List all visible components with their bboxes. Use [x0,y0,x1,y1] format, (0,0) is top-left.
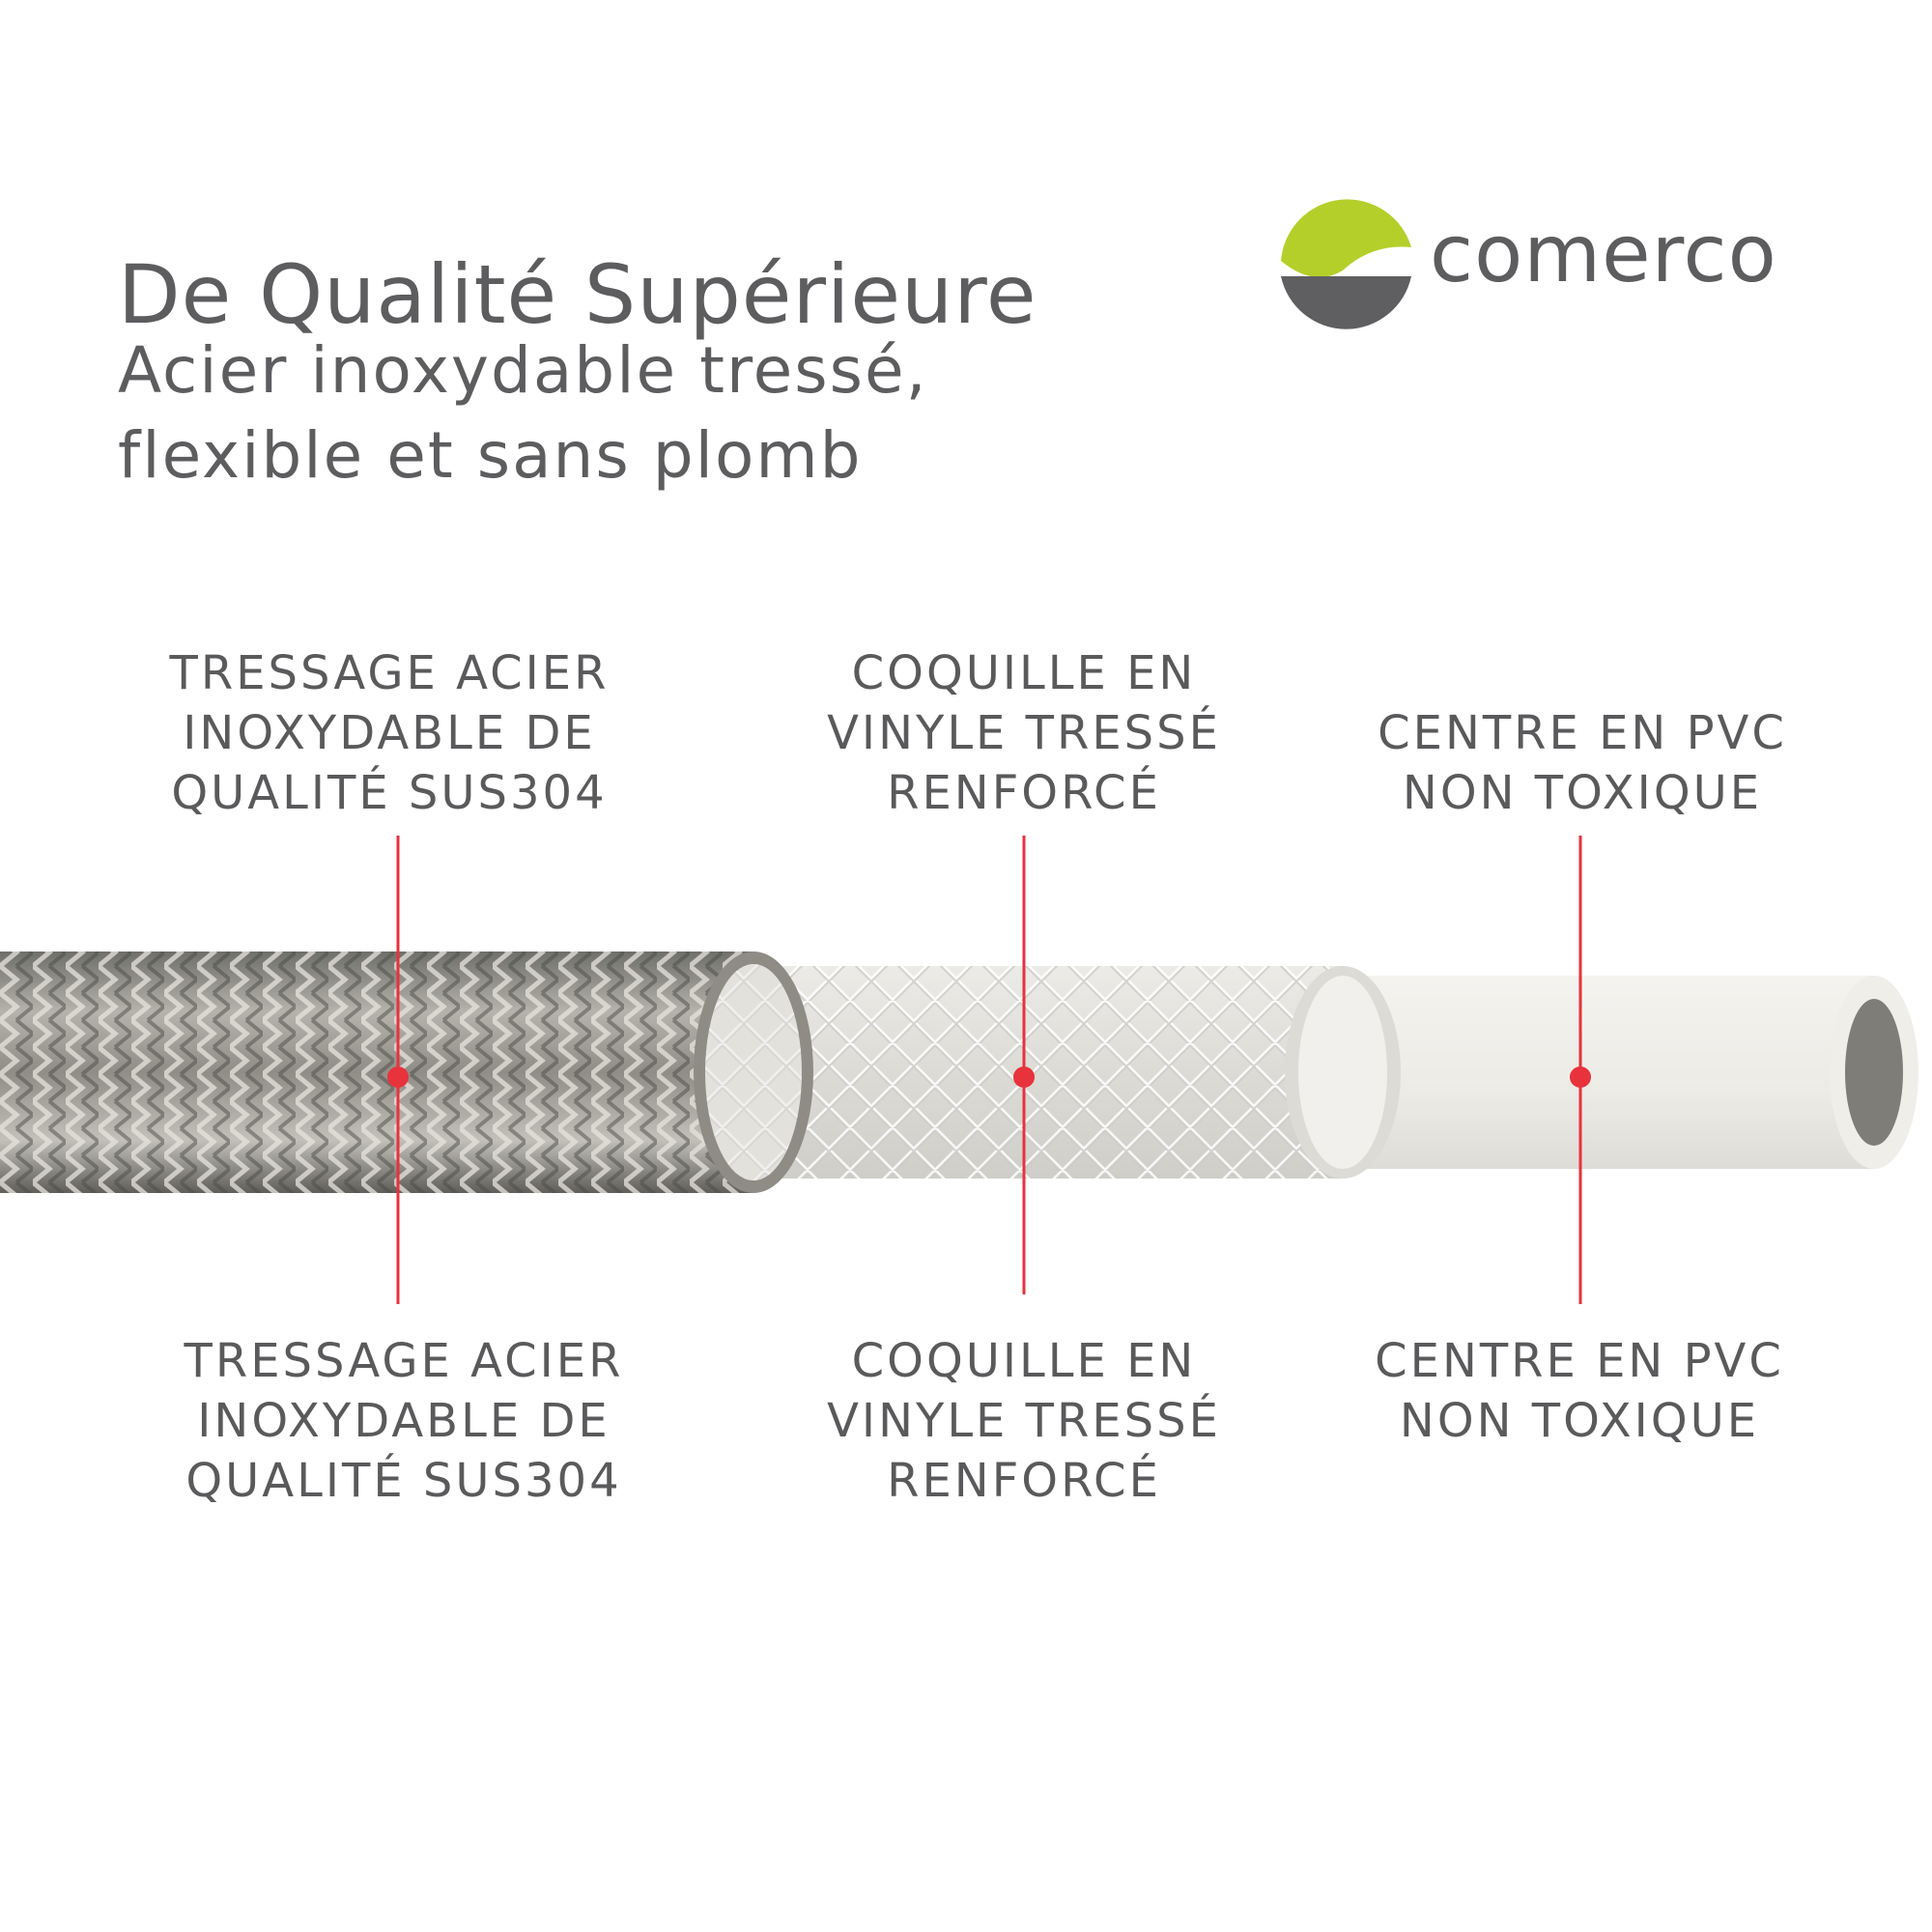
page-title: De Qualité Supérieure [118,247,1037,343]
label-line: NON TOXIQUE [1402,766,1763,820]
annotation-line-steel [387,836,409,1304]
label-bottom-pvc-core: CENTRE EN PVC NON TOXIQUE [1309,1331,1850,1451]
label-line: TRESSAGE ACIER [169,646,610,700]
steel-braid-tube [0,952,813,1193]
label-bottom-steel-braid: TRESSAGE ACIER INOXYDABLE DE QUALITÉ SUS… [133,1331,674,1511]
label-line: INOXYDABLE DE [197,1394,611,1448]
label-line: INOXYDABLE DE [183,706,596,760]
vinyl-shell-tube [724,966,1401,1179]
hose-cross-section [0,836,1918,1304]
label-line: COQUILLE EN [851,646,1197,700]
label-line: VINYLE TRESSÉ [827,706,1221,760]
label-top-steel-braid: TRESSAGE ACIER INOXYDABLE DE QUALITÉ SUS… [119,643,660,823]
label-line: RENFORCÉ [887,766,1161,820]
label-line: COQUILLE EN [851,1334,1197,1388]
annotation-line-pvc [1570,836,1591,1304]
label-line: TRESSAGE ACIER [184,1334,624,1388]
label-bottom-vinyl-shell: COQUILLE EN VINYLE TRESSÉ RENFORCÉ [753,1331,1294,1511]
brand-name: comerco [1430,209,1777,300]
label-line: VINYLE TRESSÉ [827,1394,1221,1448]
brand-logo: comerco [1275,191,1776,336]
page-subtitle: Acier inoxydable tressé, flexible et san… [118,328,928,498]
subtitle-line: flexible et sans plomb [118,418,863,493]
label-line: QUALITÉ SUS304 [185,1454,622,1508]
brand-logo-mark-icon [1281,199,1411,329]
label-top-pvc-core: CENTRE EN PVC NON TOXIQUE [1312,703,1853,823]
label-line: CENTRE EN PVC [1378,706,1787,760]
annotation-line-vinyl [1013,836,1035,1294]
label-top-vinyl-shell: COQUILLE EN VINYLE TRESSÉ RENFORCÉ [753,643,1294,823]
label-line: QUALITÉ SUS304 [171,766,608,820]
label-line: RENFORCÉ [887,1454,1161,1508]
pvc-core-tube [1314,976,1918,1169]
subtitle-line: Acier inoxydable tressé, [118,333,928,408]
label-line: NON TOXIQUE [1399,1394,1760,1448]
label-line: CENTRE EN PVC [1375,1334,1784,1388]
